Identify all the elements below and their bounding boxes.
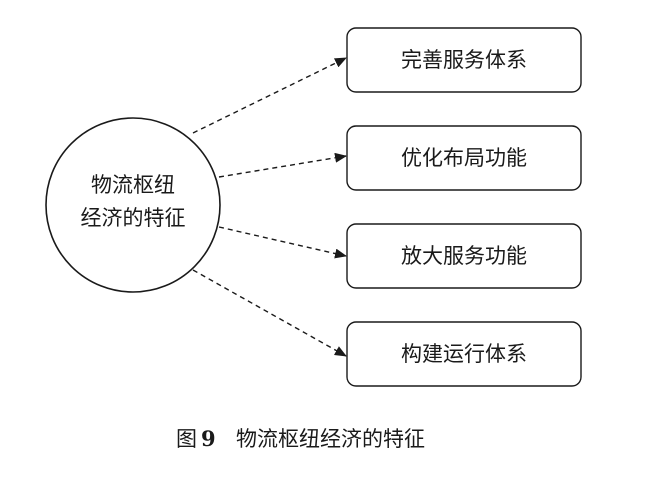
item-box-2: 优化布局功能	[346, 125, 582, 191]
item-label-3: 放大服务功能	[401, 244, 527, 268]
center-label-line1: 物流枢纽	[91, 173, 175, 197]
item-box-2-frame	[346, 125, 582, 191]
item-box-3-frame	[346, 223, 582, 289]
center-label-line2: 经济的特征	[81, 206, 186, 230]
arrow-to-item-1	[192, 57, 347, 134]
caption-title: 物流枢纽经济的特征	[236, 427, 425, 451]
center-circle	[45, 117, 221, 293]
arrow-to-item-4	[192, 269, 347, 357]
item-box-3: 放大服务功能	[346, 223, 582, 289]
item-label-4: 构建运行体系	[401, 342, 527, 366]
caption-label: 图	[176, 427, 197, 451]
center-node: 物流枢纽 经济的特征	[45, 117, 221, 293]
arrow-to-item-2	[218, 152, 347, 178]
item-label-2: 优化布局功能	[401, 146, 527, 170]
caption-number: 9	[201, 426, 216, 451]
item-box-4-frame	[346, 321, 582, 387]
figure-caption: 图 9 物流枢纽经济的特征	[176, 426, 425, 451]
arrow-to-item-3	[218, 226, 347, 259]
item-box-4: 构建运行体系	[346, 321, 582, 387]
item-box-1-frame	[346, 27, 582, 93]
item-label-1: 完善服务体系	[401, 48, 527, 72]
item-box-1: 完善服务体系	[346, 27, 582, 93]
